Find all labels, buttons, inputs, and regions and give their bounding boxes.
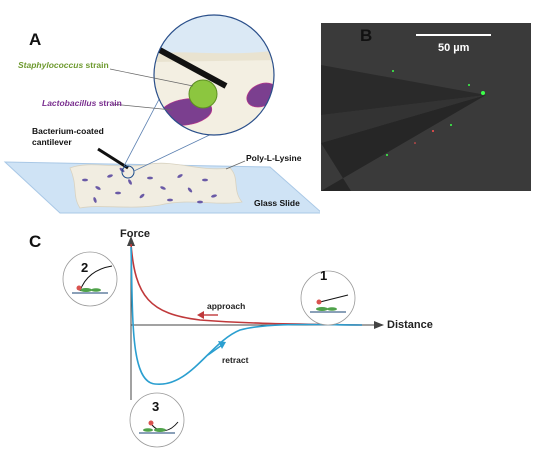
scale-bar [416, 34, 491, 36]
microscopy-image [321, 23, 531, 191]
small-cantilever [97, 147, 129, 170]
panel-c-letter: C [29, 232, 42, 251]
retract-arrow [207, 344, 223, 356]
scale-bar-label: 50 µm [438, 42, 470, 54]
y-axis-label: Force [120, 228, 150, 240]
cantilever-micrograph [321, 23, 531, 191]
lactobacillus-label: Lactobacillus strain [42, 98, 122, 108]
cantilever-label-line2: cantilever [32, 137, 72, 147]
force-distance-plot [62, 236, 384, 448]
poly-l-lysine-layer [69, 162, 243, 209]
bacteria-on-slide [82, 167, 217, 204]
step-3-number: 3 [152, 399, 160, 414]
panel-a-letter: A [29, 30, 42, 49]
poly-l-lysine-label: Poly-L-Lysine [246, 153, 302, 163]
panel-b-letter: B [360, 26, 373, 45]
retract-label: retract [222, 355, 249, 365]
x-axis-label: Distance [387, 319, 433, 331]
zoom-inset [154, 15, 274, 135]
zoom-focus-circle [121, 165, 135, 179]
approach-label: approach [207, 301, 246, 311]
staphylococcus-cell [188, 79, 218, 109]
glass-slide-label: Glass Slide [254, 198, 300, 208]
retract-curve [130, 246, 363, 385]
staphylococcus-label: Staphylococcus strain [18, 60, 109, 70]
panel-a-illustration [3, 14, 320, 214]
step-2-number: 2 [81, 260, 89, 275]
step-3-inset [129, 392, 185, 448]
cantilever-label-line1: Bacterium-coated [32, 126, 104, 136]
step-2-inset [62, 251, 118, 307]
step-1-inset [300, 270, 356, 326]
step-1-number: 1 [320, 268, 328, 283]
